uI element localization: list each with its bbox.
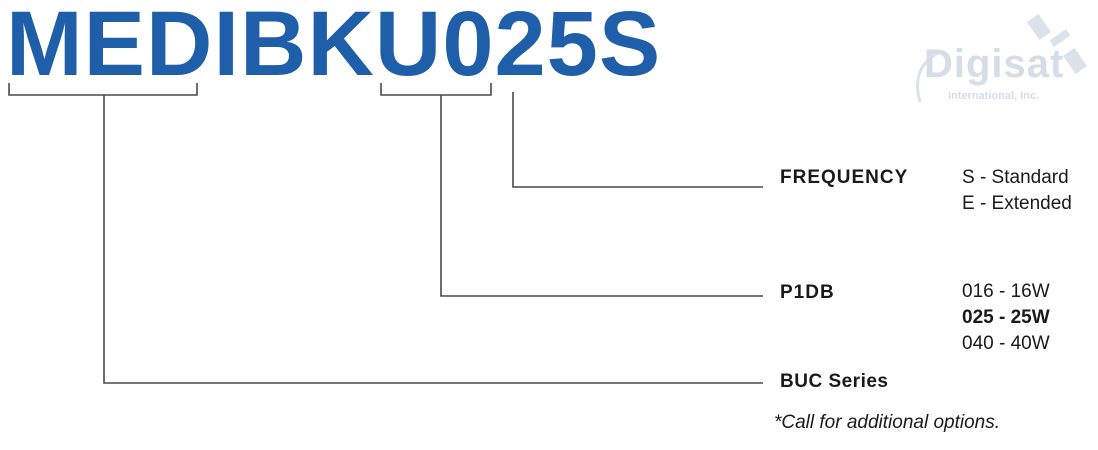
connector-p1db	[440, 95, 763, 297]
connector-frequency	[512, 92, 763, 188]
p1db-options: 016 - 16W 025 - 25W 040 - 40W	[962, 278, 1050, 356]
logo-tagline: International, Inc.	[948, 90, 1040, 102]
frequency-options: S - Standard E - Extended	[962, 164, 1072, 216]
logo-wordmark: Digisat	[924, 42, 1065, 86]
bracket-p1db	[380, 83, 492, 96]
option-s-standard: S - Standard	[962, 167, 1069, 188]
connector-series	[103, 95, 763, 384]
label-buc-series: BUC Series	[780, 371, 889, 392]
option-016: 016 - 16W	[962, 281, 1050, 302]
satellite-icon	[916, 13, 1088, 103]
bracket-series	[8, 83, 198, 96]
option-e-extended: E - Extended	[962, 193, 1072, 214]
label-p1db: P1DB	[780, 282, 835, 303]
option-040: 040 - 40W	[962, 333, 1050, 354]
model-code: MEDIBKU025S	[6, 0, 662, 95]
digisat-logo: Digisat International, Inc.	[900, 12, 1090, 112]
label-frequency: FREQUENCY	[780, 167, 909, 188]
option-025: 025 - 25W	[962, 307, 1050, 328]
additional-options-note: *Call for additional options.	[774, 412, 1001, 433]
